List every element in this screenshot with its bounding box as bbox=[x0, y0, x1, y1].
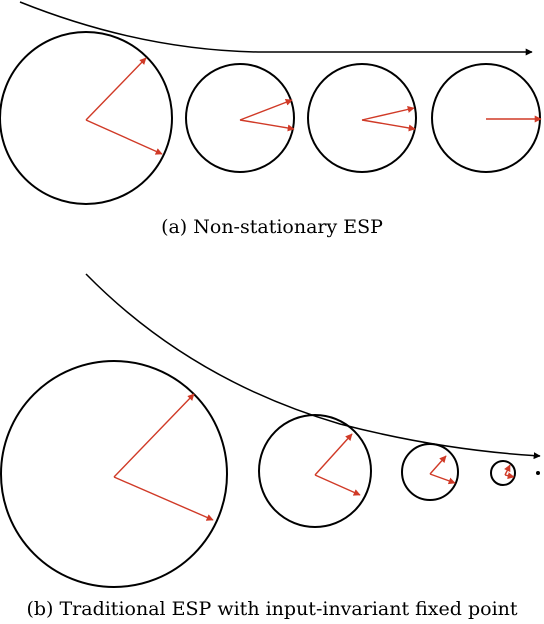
trajectory-arrow-b bbox=[85, 273, 541, 460]
vector-b3-2 bbox=[429, 473, 456, 485]
vector-a3-2 bbox=[361, 119, 416, 132]
state-circle-b1 bbox=[0, 360, 228, 588]
vector-b2-2 bbox=[314, 474, 361, 496]
vector-a1-1 bbox=[85, 57, 147, 121]
trajectory-arrow-a bbox=[19, 1, 533, 56]
state-circle-b2 bbox=[258, 414, 372, 528]
state-circle-a4 bbox=[431, 63, 541, 173]
caption-b: (b) Traditional ESP with input-invariant… bbox=[26, 598, 518, 620]
fixed-point-dot bbox=[536, 471, 540, 475]
vector-b3-1 bbox=[429, 455, 447, 475]
vector-b2-1 bbox=[314, 433, 353, 476]
state-circle-b4 bbox=[490, 460, 516, 486]
vector-a3-1 bbox=[361, 106, 415, 121]
vector-b4-2 bbox=[504, 472, 515, 480]
state-circle-a2 bbox=[185, 63, 295, 173]
state-circle-b3 bbox=[401, 443, 459, 501]
vector-b4-1 bbox=[504, 464, 511, 476]
vector-b1-1 bbox=[113, 393, 195, 478]
panel-b bbox=[0, 273, 541, 588]
panel-a bbox=[0, 1, 542, 205]
vector-a2-2 bbox=[239, 119, 295, 132]
state-circle-a1 bbox=[0, 31, 173, 205]
caption-a: (a) Non-stationary ESP bbox=[161, 216, 383, 238]
state-circle-a3 bbox=[307, 63, 417, 173]
vector-a2-1 bbox=[239, 98, 293, 121]
vector-a1-2 bbox=[85, 119, 163, 155]
vector-b1-2 bbox=[113, 476, 214, 521]
